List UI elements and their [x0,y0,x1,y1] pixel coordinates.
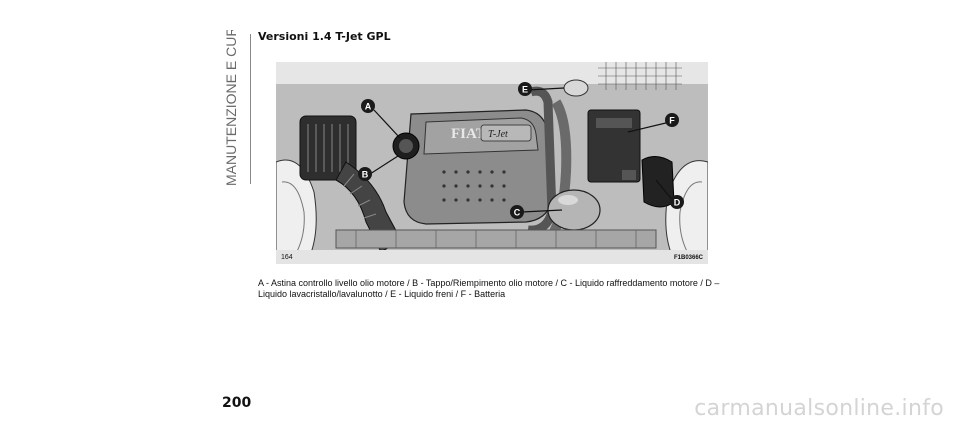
section-title: Versioni 1.4 T-Jet GPL [258,30,391,43]
callout-f: F [669,116,675,126]
engine-bay-figure: FIAT T-Jet [276,62,708,264]
figure-number: 164 [281,254,293,261]
engine-cover-brand: FIAT [451,126,486,142]
watermark: carmanualsonline.info [694,396,944,421]
callout-a: A [365,102,372,112]
engine-bay-illustration: FIAT T-Jet [276,62,708,264]
chapter-divider [250,34,251,184]
callout-e: E [522,85,528,95]
figure-code: F1B0366C [673,255,703,261]
chapter-title-text: MANUTENZIONE E CURA [223,30,239,186]
callout-c: C [514,208,521,218]
page-number: 200 [222,395,252,411]
chapter-title-vertical: MANUTENZIONE E CURA [218,30,242,190]
callout-b: B [362,170,369,180]
callout-d: D [674,198,681,208]
figure-caption: A - Astina controllo livello olio motore… [258,278,720,299]
engine-cover-badge: T-Jet [488,129,508,140]
